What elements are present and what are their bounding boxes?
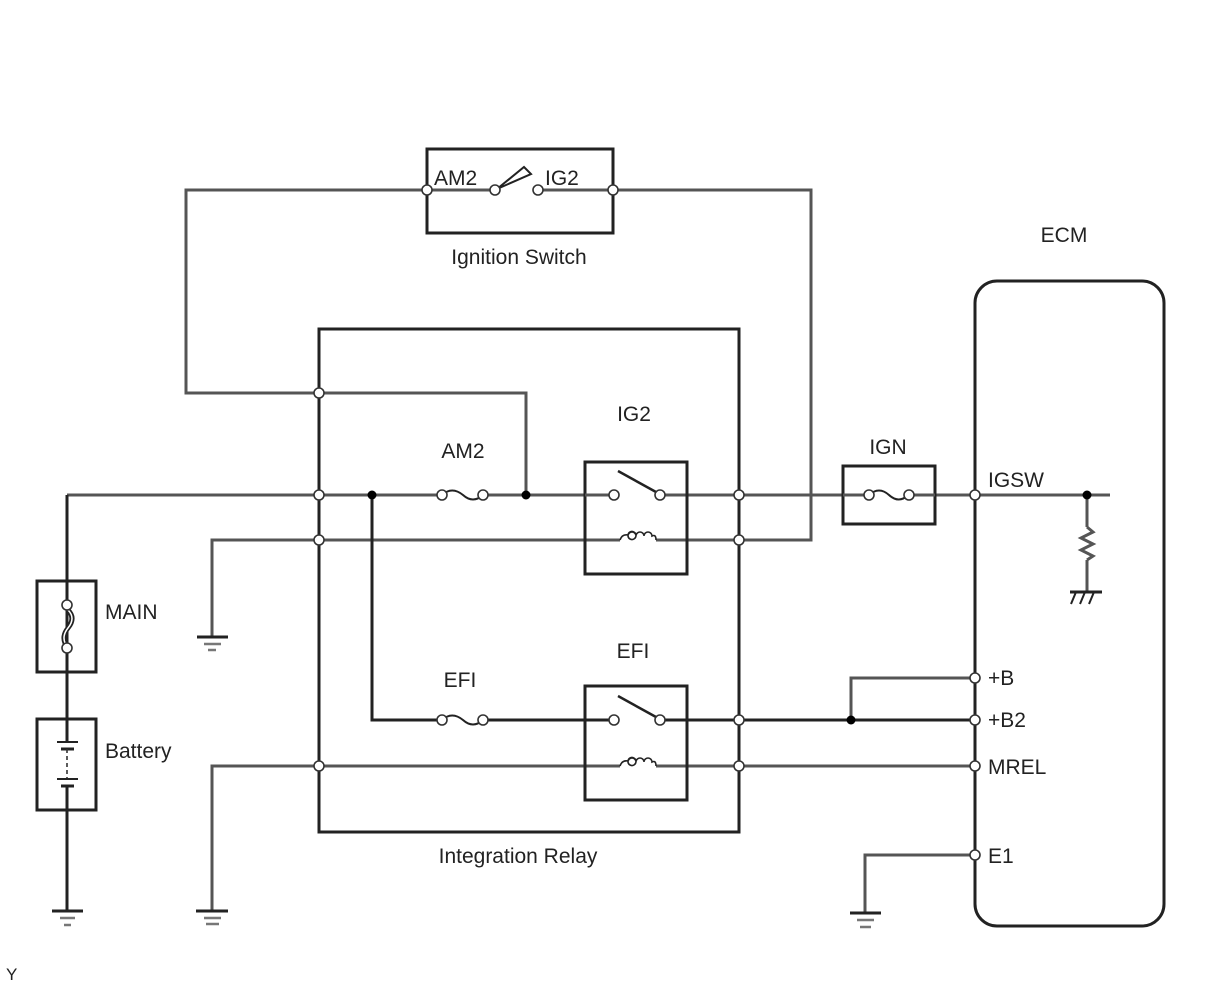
terminal (421, 184, 433, 196)
ig2-relay-label: IG2 (617, 403, 651, 426)
ignition-switch-label: Ignition Switch (451, 246, 586, 269)
battery-icon (57, 719, 78, 810)
main-fuse-icon (61, 599, 75, 654)
terminal (313, 760, 325, 772)
terminal (532, 184, 544, 196)
efi-relay-switch-icon (608, 694, 666, 726)
junction-dot (367, 490, 377, 500)
terminal (489, 184, 501, 196)
terminal (313, 387, 325, 399)
battery-label: Battery (105, 740, 172, 763)
terminal (313, 534, 325, 546)
ground-icon (52, 909, 83, 927)
ignition-key-contact-icon (496, 165, 533, 190)
ig2-relay-box (583, 460, 689, 576)
wire-am2-to-ignition-switch (184, 188, 528, 495)
resistor-icon (1077, 525, 1097, 562)
terminal (733, 534, 745, 546)
diagram-footer-code: Y (6, 965, 17, 984)
ecm-label: ECM (1041, 224, 1088, 247)
ecm-terminal-e1 (969, 849, 981, 861)
efi-fuse-icon (436, 714, 489, 726)
terminal (607, 184, 619, 196)
ecm-terminal-mrel (969, 760, 981, 772)
ecm-terminal-label-e1: E1 (988, 845, 1014, 868)
ign-fuse-icon (843, 489, 935, 501)
ignition-switch-am2-label: AM2 (434, 167, 477, 190)
wire-mrel-ground (210, 764, 620, 910)
ecm-terminal-label-mrel: MREL (988, 756, 1046, 779)
integration-relay-label: Integration Relay (439, 845, 598, 868)
integration-relay-box (317, 327, 741, 834)
chassis-ground-icon (1070, 590, 1102, 605)
ground-icon (197, 635, 228, 652)
ecm-box (973, 279, 1166, 928)
efi-fuse-label: EFI (444, 669, 477, 692)
wire-ig2-coil-ground (210, 538, 620, 636)
ig2-relay-coil-icon (619, 530, 657, 541)
wire-plus-b (849, 676, 975, 720)
efi-relay-coil-icon (619, 756, 657, 767)
junction-dot (1082, 490, 1092, 500)
terminal (313, 489, 325, 501)
ground-icon (850, 911, 881, 929)
ig2-relay-switch-icon (585, 469, 666, 501)
terminal (733, 760, 745, 772)
am2-fuse-label: AM2 (441, 440, 484, 463)
wire-ig2-to-relay-coil (613, 188, 813, 542)
efi-relay-label: EFI (617, 640, 650, 663)
wire-efi-branch (370, 495, 440, 722)
terminal (733, 489, 745, 501)
main-fuse-label: MAIN (105, 601, 158, 624)
efi-relay-box (583, 684, 689, 802)
ecm-terminal-plus-b (969, 672, 981, 684)
terminal (733, 714, 745, 726)
main-fuse-box (35, 579, 98, 674)
ground-icon (196, 909, 228, 926)
junction-dot (846, 715, 856, 725)
ecm-terminal-label-plus-b: +B (988, 667, 1014, 690)
wire-e1-ground (863, 853, 975, 912)
ecm-terminal-label-plus-b2: +B2 (988, 709, 1026, 732)
junction-dot (521, 490, 531, 500)
ecm-terminal-label-igsw: IGSW (988, 469, 1044, 492)
ecm-terminal-plus-b2 (969, 714, 981, 726)
am2-fuse-icon (436, 489, 489, 501)
ign-fuse-label: IGN (869, 436, 906, 459)
ignition-switch-ig2-label: IG2 (545, 167, 579, 190)
ecm-terminal-igsw (969, 489, 981, 501)
